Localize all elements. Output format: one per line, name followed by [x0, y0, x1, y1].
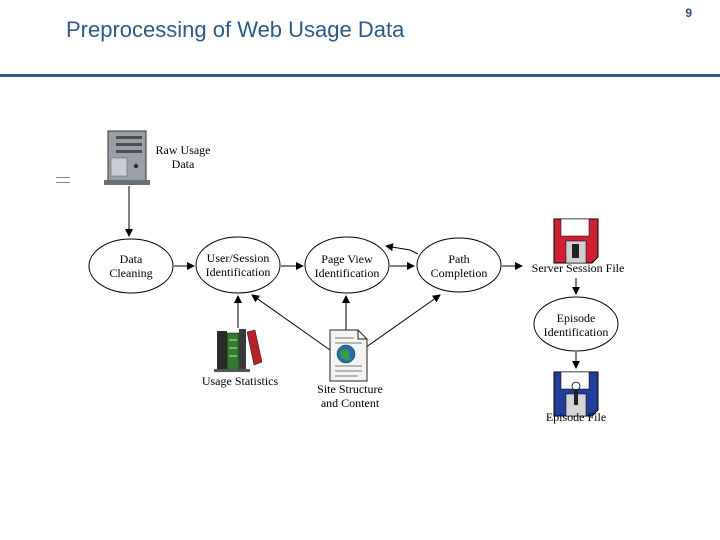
page-view-identification-label: Page View Identification — [314, 252, 380, 280]
arrow-path-back-to-pageview — [385, 243, 419, 255]
decorative-dash — [56, 177, 70, 183]
path-completion-label: Path Completion — [430, 252, 488, 280]
server-session-file-label: Server Session File — [531, 261, 625, 275]
floppy-disk-icon — [553, 371, 599, 417]
raw-usage-data-label: Raw Usage Data — [155, 143, 211, 171]
arrow-site-to-session — [251, 294, 331, 351]
usage-statistics-label: Usage Statistics — [201, 374, 279, 388]
data-cleaning-ellipse — [88, 238, 174, 294]
path-completion-ellipse — [416, 237, 502, 293]
slide-title: Preprocessing of Web Usage Data — [66, 17, 405, 42]
site-structure-and-content-label: Site Structure and Content — [317, 382, 383, 410]
user-session-identification-ellipse — [195, 236, 281, 294]
slide-number: 9 — [685, 6, 692, 20]
connectors — [125, 186, 580, 369]
episode-identification-ellipse — [533, 296, 619, 352]
document-icon — [329, 329, 368, 382]
page-view-identification-ellipse — [304, 236, 390, 294]
user-session-identification-label: User/Session Identification — [205, 251, 271, 279]
data-cleaning-label: Data Cleaning — [109, 252, 153, 280]
episode-file-label: Episode File — [545, 410, 607, 424]
title-divider — [0, 74, 720, 77]
server-icon — [104, 130, 150, 185]
episode-identification-label: Episode Identification — [543, 311, 609, 339]
arrow-site-to-path — [361, 294, 441, 351]
floppy-disk-icon — [553, 218, 599, 264]
books-icon — [214, 329, 263, 372]
